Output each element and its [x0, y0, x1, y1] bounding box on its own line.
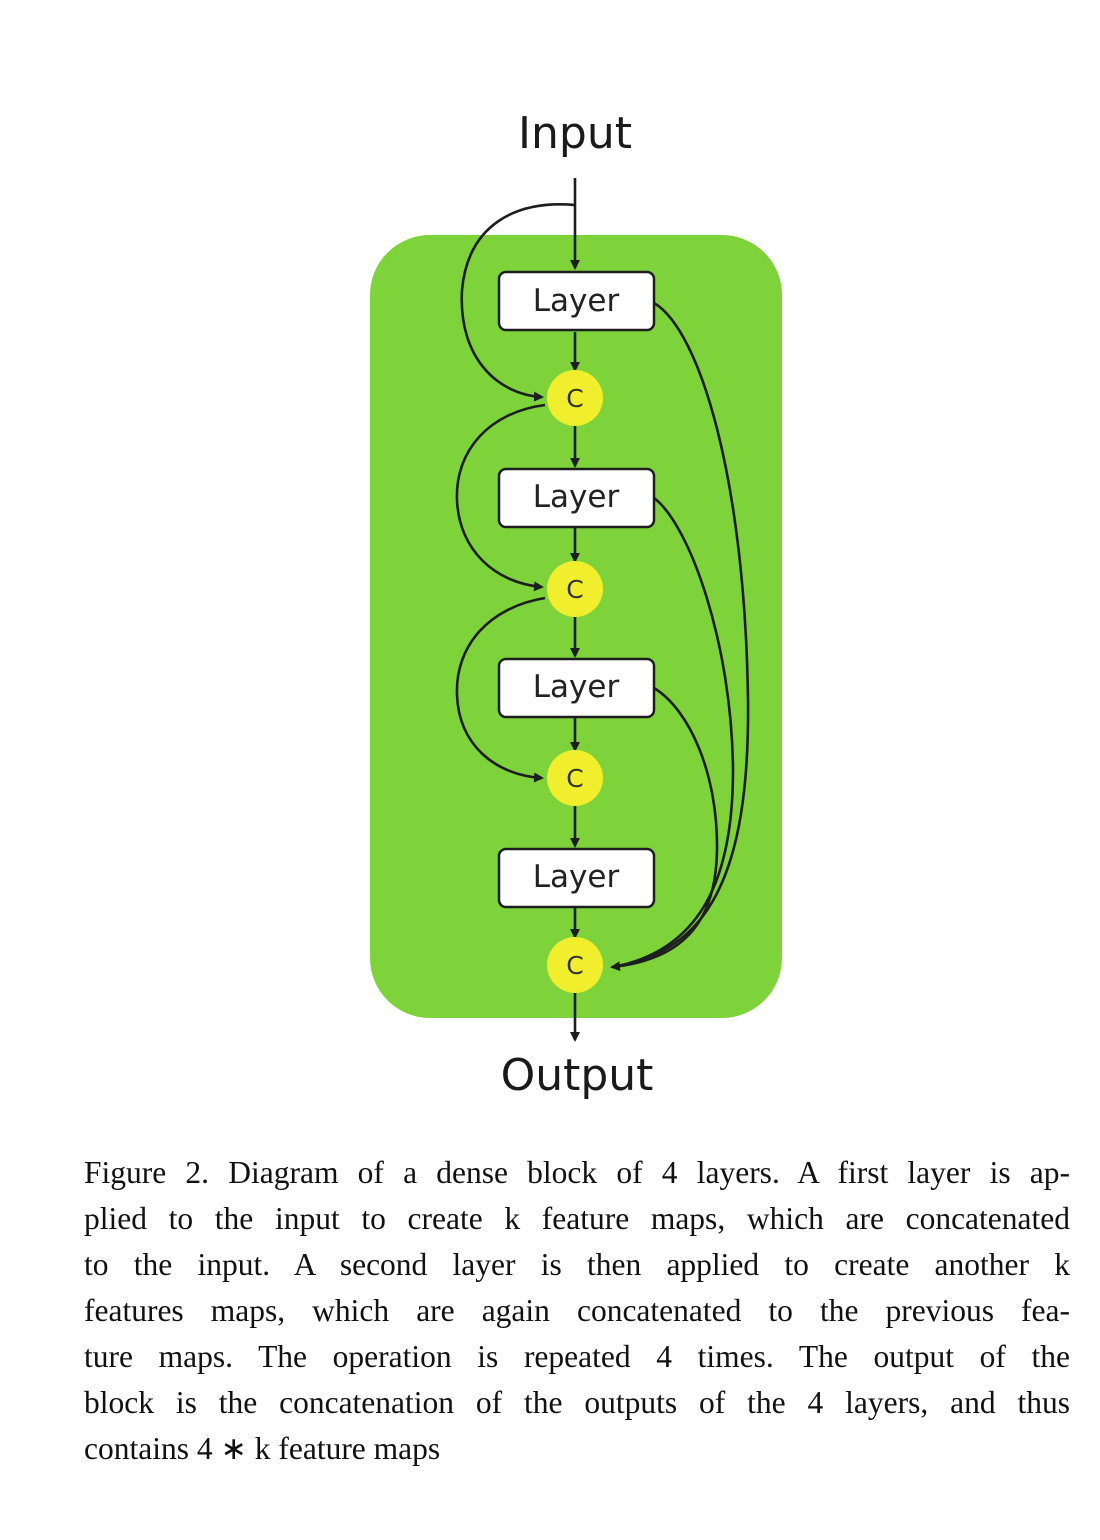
output-label: Output [501, 1050, 654, 1101]
concat-node-1: C [547, 370, 603, 426]
concat-node-4-label: C [566, 951, 583, 980]
layer-3-label: Layer [533, 669, 620, 705]
skip-concat-2-to-concat-3 [455, 596, 546, 783]
dense-block-diagram: Input Output Layer Layer Layer L [370, 108, 782, 1101]
figure-caption: Figure 2. Diagram of a dense block of 4 … [84, 1150, 1070, 1472]
right-skip-connections [610, 301, 750, 972]
caption-line-5: ture maps. The operation is repeated 4 t… [84, 1339, 1070, 1374]
caption-line-2: plied to the input to create k feature m… [84, 1201, 1070, 1236]
concat-node-1-label: C [566, 384, 583, 413]
skip-layer-1-to-final-concat [617, 301, 750, 968]
caption-line-1: Figure 2. Diagram of a dense block of 4 … [84, 1155, 1070, 1190]
input-label: Input [518, 108, 632, 159]
concat-node-3-label: C [566, 764, 583, 793]
left-skip-connections [455, 203, 576, 783]
concat-node-3: C [547, 750, 603, 806]
concat-node-4: C [547, 937, 603, 993]
skip-layer-2-to-final-concat [617, 496, 735, 968]
caption-line-7: contains 4 ∗ k feature maps [84, 1431, 441, 1466]
concat-node-2: C [547, 561, 603, 617]
layer-2: Layer [497, 467, 656, 529]
skip-concat-1-to-concat-2 [455, 403, 546, 592]
caption-line-3: to the input. A second layer is then app… [84, 1247, 1070, 1282]
layer-1-label: Layer [533, 283, 620, 319]
skip-layer-3-to-final-concat [610, 686, 719, 972]
layer-3: Layer [497, 657, 656, 719]
layer-1: Layer [497, 270, 656, 332]
skip-input-to-concat-1 [460, 203, 576, 402]
layer-2-label: Layer [533, 479, 620, 515]
concat-node-2-label: C [566, 575, 583, 604]
caption-line-6: block is the concatenation of the output… [84, 1385, 1070, 1420]
layer-4: Layer [497, 847, 656, 909]
layer-4-label: Layer [533, 859, 620, 895]
caption-line-4: features maps, which are again concatena… [84, 1293, 1070, 1328]
